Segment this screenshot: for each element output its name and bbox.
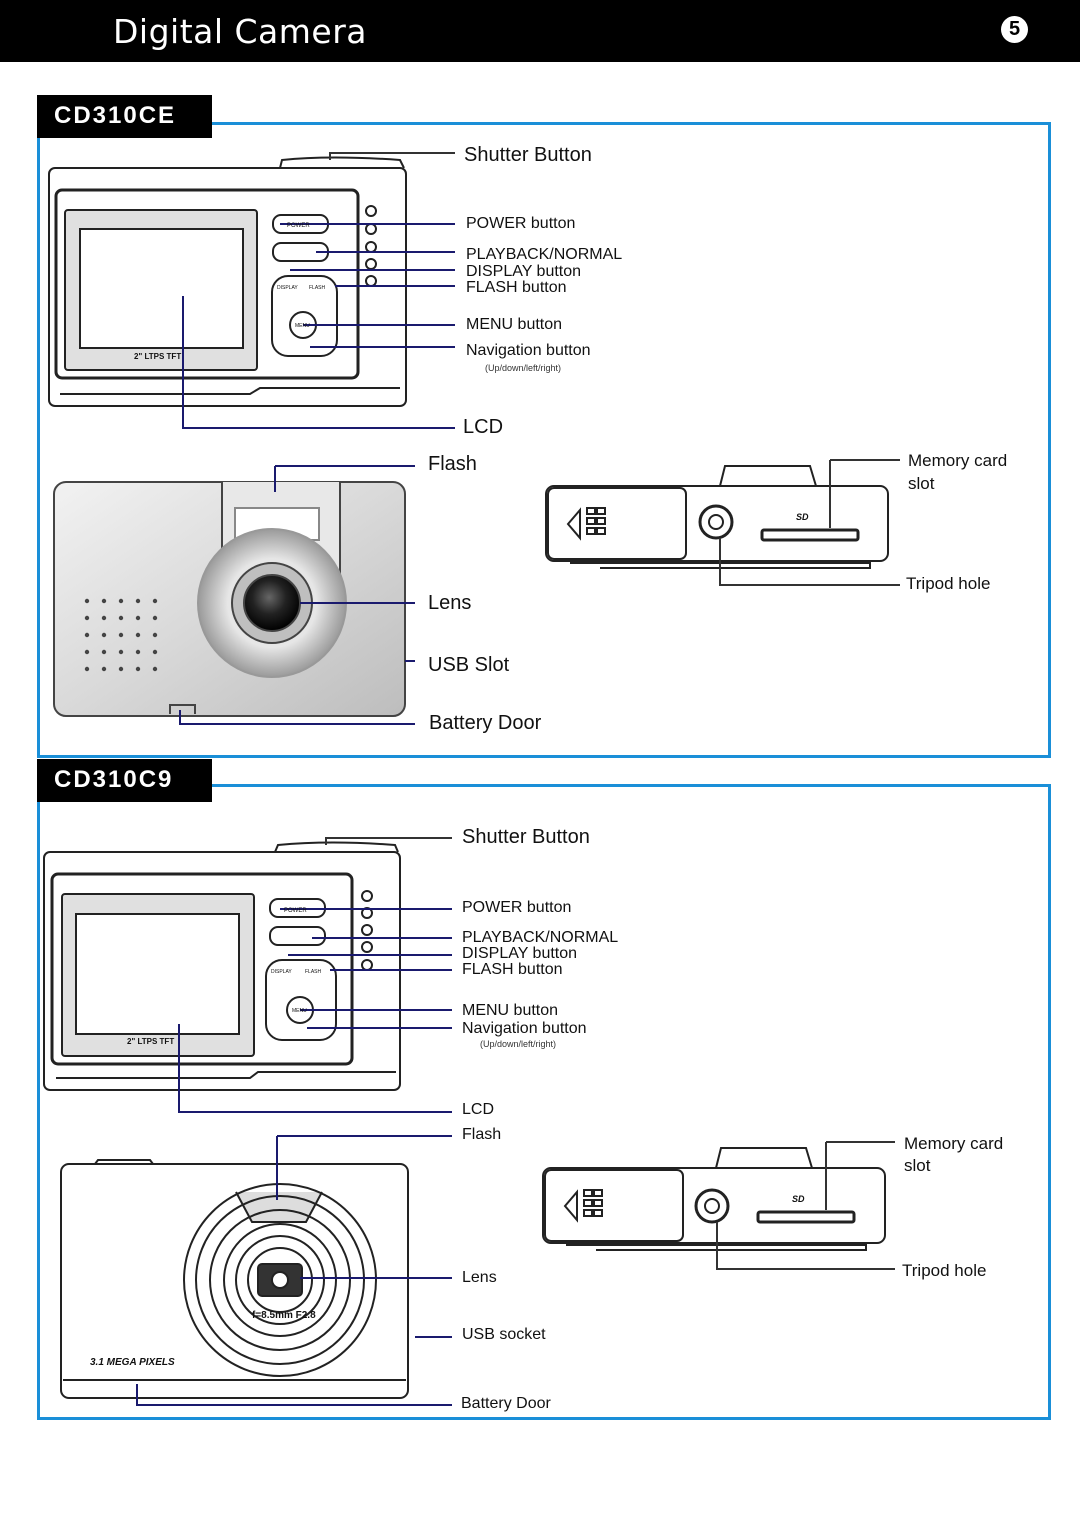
cd310ce-display-label: DISPLAY button — [466, 263, 582, 280]
section-cd310ce-frame — [37, 122, 1051, 758]
cd310ce-battery-label: Battery Door — [429, 712, 542, 734]
cd310ce-shutter-label: Shutter Button — [464, 144, 592, 166]
model-tab-cd310ce: CD310CE — [37, 95, 212, 138]
cd310ce-sd-logo: SD — [796, 512, 809, 522]
cd310ce-usb-label: USB Slot — [428, 654, 510, 676]
section-cd310c9-frame — [37, 784, 1051, 1420]
cd310c9-navigation-label: Navigation button — [462, 1020, 587, 1037]
cd310c9-back-view — [43, 837, 452, 1113]
page-title: Digital Camera — [113, 12, 368, 51]
cd310c9-memory-card-label: Memory card — [904, 1134, 1004, 1153]
cd310c9-navigation-sublabel: (Up/down/left/right) — [480, 1039, 557, 1049]
cd310c9-menu-label: MENU button — [462, 1002, 559, 1019]
cd310ce-menu-label: MENU button — [466, 316, 563, 333]
cd310ce-screen-text: 2" LTPS TFT — [134, 352, 181, 361]
cd310ce-flash-key-text: FLASH — [309, 285, 326, 291]
cd310c9-flash-label: Flash — [462, 1126, 502, 1143]
cd310c9-display-label: DISPLAY button — [462, 945, 578, 962]
cd310ce-speaker-grille — [84, 598, 158, 672]
cd310ce-front-view — [53, 465, 415, 725]
cd310ce-memory-card-label-2: slot — [908, 474, 935, 493]
cd310ce-lens-label: Lens — [428, 592, 472, 614]
cd310ce-power-key-text: POWER — [287, 223, 310, 229]
cd310ce-navigation-sublabel: (Up/down/left/right) — [485, 363, 562, 373]
cd310c9-lens-text: f=8.5mm F2.8 — [252, 1310, 316, 1321]
cd310ce-flash-button-label: FLASH button — [466, 279, 567, 296]
cd310ce-flash-label: Flash — [428, 453, 477, 475]
cd310ce-power-label: POWER button — [466, 215, 576, 232]
cd310c9-screen-text: 2" LTPS TFT — [127, 1037, 174, 1046]
cd310c9-shutter-label: Shutter Button — [462, 826, 590, 848]
cd310ce-tripod-label: Tripod hole — [906, 574, 991, 593]
cd310c9-power-label: POWER button — [462, 899, 572, 916]
page-header: Digital Camera 5 — [0, 0, 1080, 62]
cd310c9-lcd-label: LCD — [462, 1101, 495, 1118]
cd310ce-lcd-label: LCD — [463, 416, 504, 438]
page-number-badge: 5 — [1001, 16, 1028, 43]
cd310ce-back-view — [48, 152, 455, 429]
cd310c9-display-key-text: DISPLAY — [271, 969, 292, 975]
cd310ce-menu-key-text: MENU — [295, 323, 310, 329]
cd310c9-megapixel-badge: 3.1 MEGA PIXELS — [90, 1357, 175, 1368]
cd310c9-memory-card-label-2: slot — [904, 1156, 931, 1175]
cd310c9-flash-button-label: FLASH button — [462, 961, 563, 978]
cd310c9-power-key-text: POWER — [284, 908, 307, 914]
cd310c9-flash-key-text: FLASH — [305, 969, 322, 975]
cd310c9-front-view — [60, 1135, 452, 1406]
cd310c9-playback-label: PLAYBACK/NORMAL — [462, 929, 619, 946]
cd310ce-navigation-label: Navigation button — [466, 342, 591, 359]
model-tab-cd310c9: CD310C9 — [37, 759, 212, 802]
cd310c9-menu-key-text: MENU — [292, 1008, 307, 1014]
cd310c9-battery-label: Battery Door — [461, 1395, 551, 1412]
cd310c9-usb-label: USB socket — [462, 1326, 546, 1343]
cd310c9-lens-label: Lens — [462, 1269, 497, 1286]
cd310ce-bottom-view — [545, 459, 900, 586]
cd310c9-sd-logo: SD — [792, 1194, 805, 1204]
cd310c9-tripod-label: Tripod hole — [902, 1261, 987, 1280]
cd310c9-bottom-view — [542, 1141, 895, 1270]
cd310ce-display-key-text: DISPLAY — [277, 285, 298, 291]
cd310ce-memory-card-label: Memory card — [908, 451, 1008, 470]
cd310ce-playback-label: PLAYBACK/NORMAL — [466, 246, 623, 263]
